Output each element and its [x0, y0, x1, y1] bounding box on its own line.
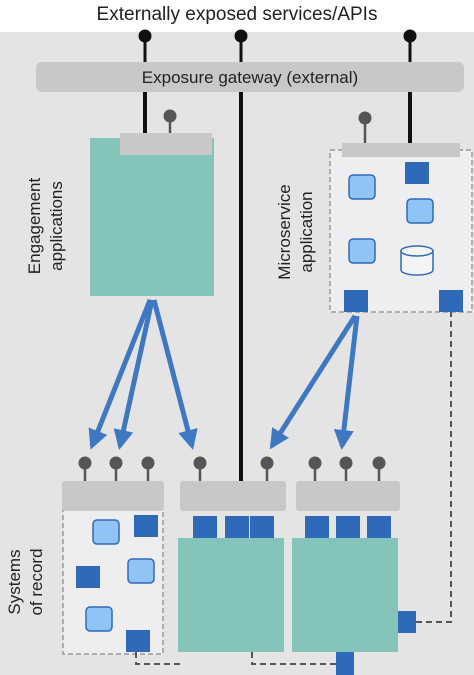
system-1-component	[127, 558, 155, 584]
database-icon	[400, 245, 434, 276]
exposure-gateway	[36, 62, 464, 92]
system-1-component	[92, 519, 120, 545]
microservice-label-2: application	[297, 191, 316, 272]
system-3-square	[336, 516, 360, 538]
microservice-gateway	[342, 143, 460, 157]
systems-label-2: of record	[27, 548, 46, 615]
system-1-square	[76, 566, 100, 588]
system-3-gateway	[296, 481, 400, 511]
microservice-out-square	[439, 290, 463, 312]
microservice-endpoint	[358, 111, 372, 125]
system-3-square	[367, 516, 391, 538]
microservice-component	[406, 198, 434, 224]
engagement-label-1: Engagement	[25, 178, 44, 275]
gateway-links	[143, 90, 412, 488]
microservice-app-box	[329, 149, 473, 313]
system-1-component	[85, 606, 113, 632]
engagement-endpoint	[163, 109, 177, 123]
data-flow-arrows	[88, 299, 360, 450]
system-2-square	[193, 516, 217, 538]
microservice-label-1: Microservice	[275, 184, 294, 279]
external-api-endpoints	[138, 29, 417, 43]
engagement-gateway	[120, 133, 212, 155]
engagement-label-2: applications	[47, 181, 66, 271]
system-2-square	[250, 516, 274, 538]
engagement-app-box	[90, 138, 214, 296]
system-of-record-2	[178, 538, 284, 652]
microservice-component	[348, 174, 376, 200]
system-1-endpoints	[78, 456, 155, 470]
system-1-square	[134, 515, 158, 537]
systems-label-1: Systems	[5, 549, 24, 614]
system-2-square	[225, 516, 249, 538]
system-3-endpoints	[308, 456, 386, 470]
microservice-out-square	[344, 290, 368, 312]
system-2-gateway	[180, 481, 286, 511]
system-2-endpoints	[193, 456, 274, 470]
system-1-out-square	[126, 630, 150, 652]
system-of-record-3	[292, 538, 398, 652]
system-3-side-square	[398, 611, 416, 633]
microservice-api-square	[405, 162, 429, 184]
system-3-square	[305, 516, 329, 538]
dashed-connections	[135, 312, 452, 665]
system-1-gateway	[62, 481, 164, 511]
diagram-title: Externally exposed services/APIs	[97, 4, 378, 25]
microservice-component	[348, 238, 376, 264]
gateway-label: Exposure gateway (external)	[142, 68, 358, 87]
system-3-bottom-square	[336, 652, 354, 675]
